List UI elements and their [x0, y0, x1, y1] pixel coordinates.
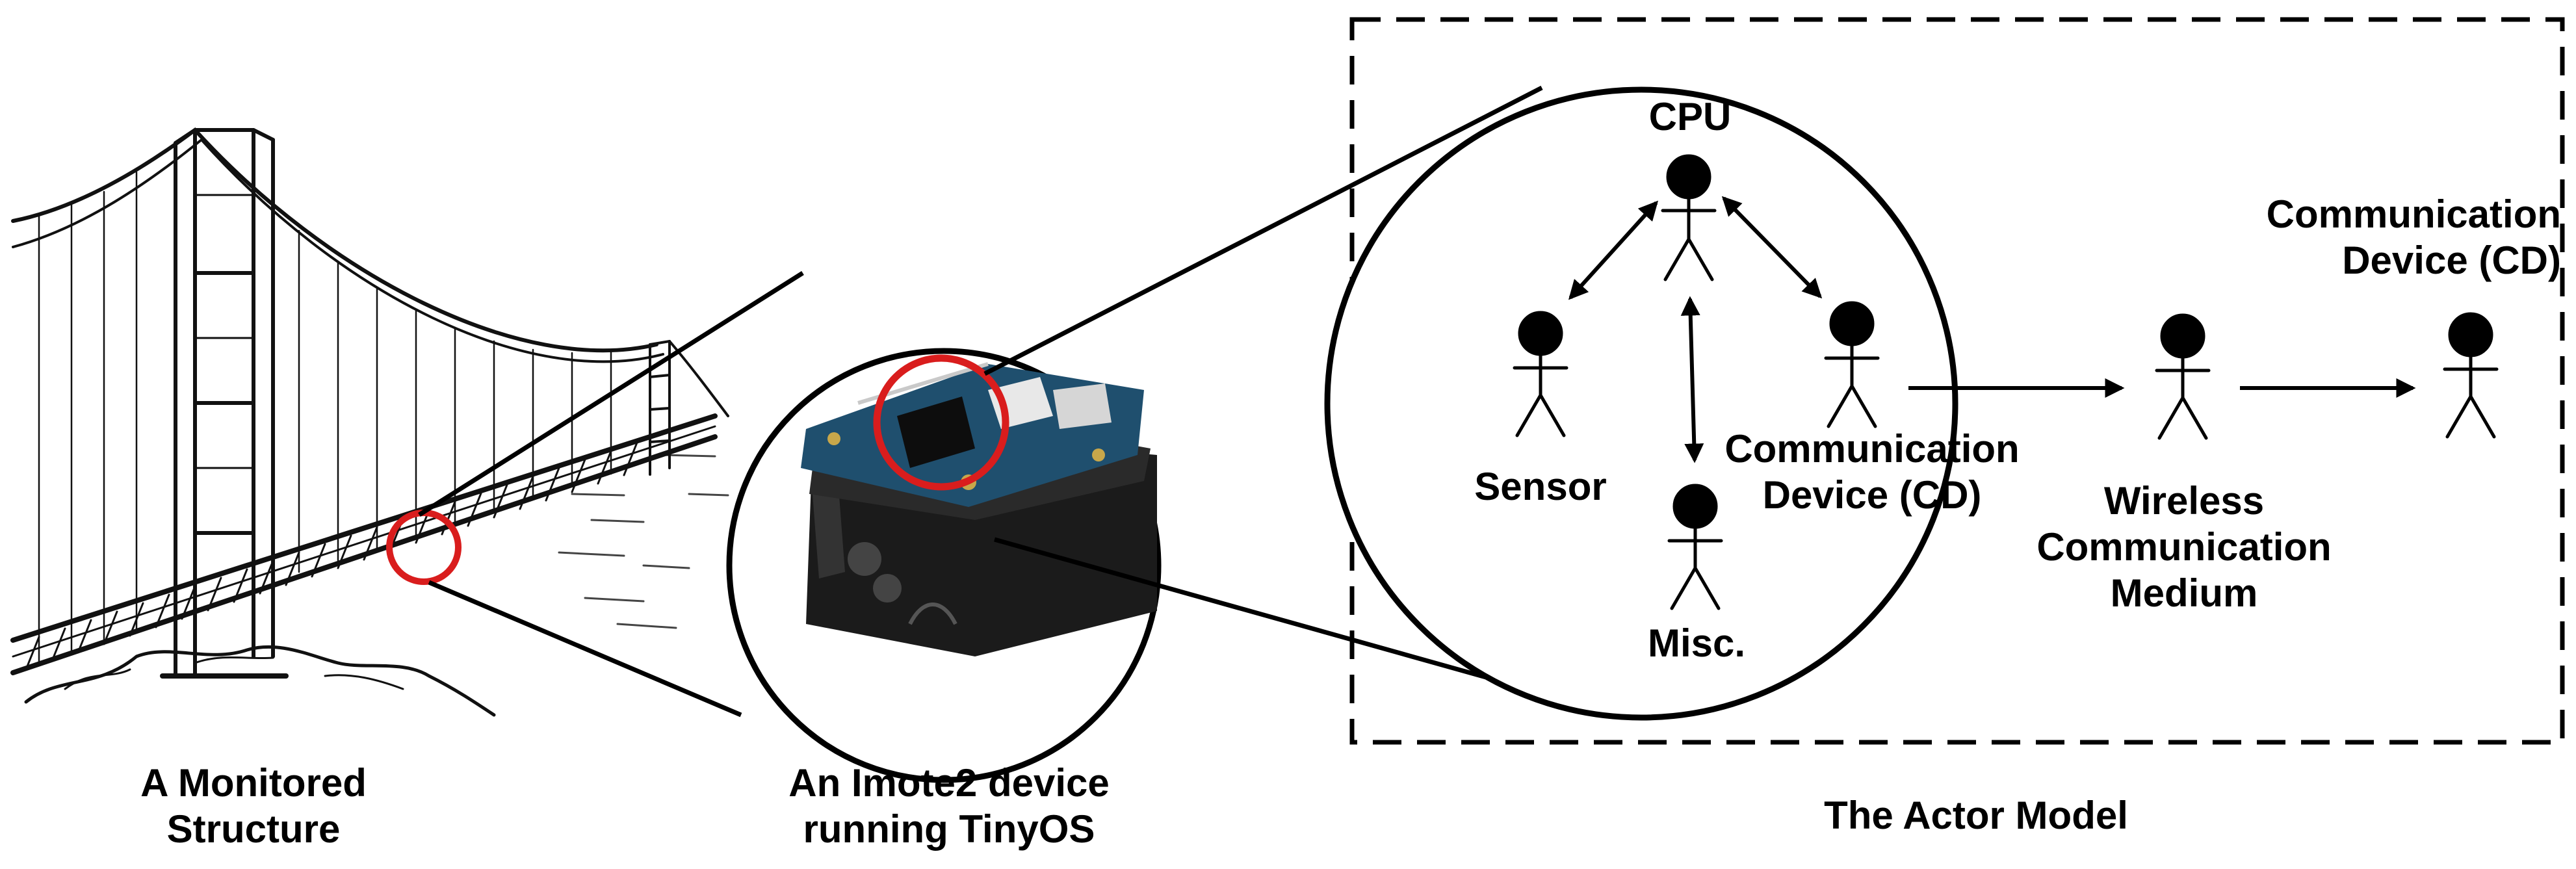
sensor-actor-icon: [1513, 311, 1568, 437]
cpu-highlight-ring: [873, 354, 1009, 491]
cpu-comm-arrow: [1721, 196, 1823, 299]
bridge-illustration: [10, 127, 729, 717]
device-caption: An Imote2 device running TinyOS: [788, 761, 1110, 851]
rock-outline: [24, 645, 496, 717]
sensor-label: Sensor: [1474, 465, 1607, 508]
comm-inner-label: Communication Device (CD): [1724, 427, 2020, 517]
comm-outer-actor-icon: [2443, 312, 2499, 439]
actor-model-caption: The Actor Model: [1824, 794, 2128, 837]
comm-outer-label: Communication Device (CD): [2266, 192, 2561, 282]
zoom-lines-bridge: [418, 271, 804, 718]
near-tower: [160, 128, 289, 679]
main-cable: [11, 127, 658, 353]
cpu-sensor-arrow: [1568, 200, 1659, 300]
structure-caption: A Monitored Structure: [140, 761, 367, 851]
cpu-misc-arrow: [1680, 296, 1704, 463]
misc-label: Misc.: [1647, 621, 1746, 665]
cpu-actor-icon: [1661, 154, 1717, 281]
comm-inner-actor-icon: [1824, 301, 1880, 428]
wireless-label: Wireless Communication Medium: [2036, 479, 2332, 615]
cpu-label: CPU: [1648, 95, 1732, 138]
wireless-actor-icon: [2155, 313, 2211, 440]
imote2-device-photo: [801, 362, 1157, 656]
bridge-deck: [10, 413, 718, 643]
misc-actor-icon: [1667, 484, 1723, 610]
